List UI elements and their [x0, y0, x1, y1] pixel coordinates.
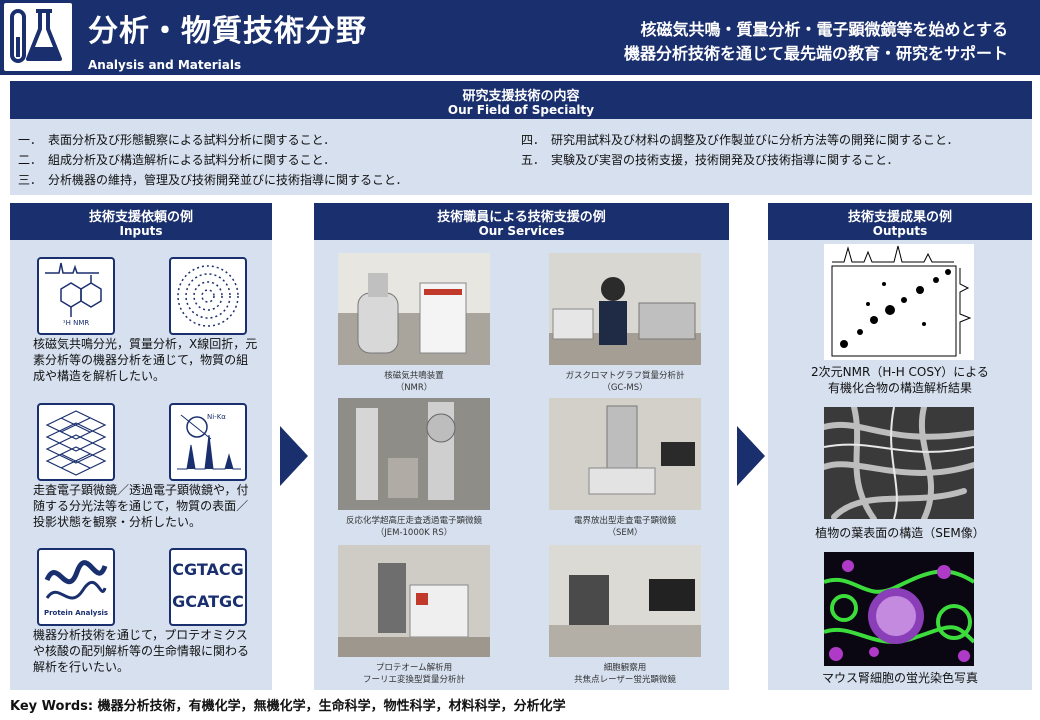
keywords-value: 機器分析技術，有機化学，無機化学，生命科学，物性科学，材料科学，分析化学 [97, 699, 566, 714]
field-item-5: 五． 実験及び実習の技術支援，技術開発及び技術指導に関すること． [521, 153, 899, 167]
field-item-1: 一． 表面分析及び形態観察による試料分析に関すること． [18, 133, 336, 147]
output-caption-1a: 2次元NMR（H-H COSY）による [811, 365, 989, 379]
field-title-en: Our Field of Specialty [447, 103, 595, 117]
service-caption-1b: （NMR） [395, 383, 433, 393]
input-text-1: 核磁気共鳴分光，質量分析，X線回折，元素分析等の機器分析を通じて，物質の組成や構… [33, 337, 258, 383]
field-header [10, 81, 1032, 119]
service-caption-4b: （SEM） [607, 528, 643, 538]
crystal-lattice-icon [45, 410, 107, 476]
service-caption-4a: 電界放出型走査電子顕微鏡 [573, 516, 676, 526]
spectrum-tile: Ni-Kα [169, 403, 247, 481]
spectrum-tile-label: Ni-Kα [207, 413, 226, 421]
inputs-title-en: Inputs [119, 224, 163, 238]
header-bar [0, 0, 1040, 75]
eds-spectrum-icon [177, 414, 241, 470]
nmr-tile-label: ¹H NMR [62, 319, 90, 327]
diffraction-pattern-icon [177, 265, 239, 327]
tagline-line2: 機器分析技術を通じて最先端の教育・研究をサポート [623, 44, 1008, 63]
chevron-right-icon [280, 426, 308, 486]
test-tube-icon [10, 9, 62, 63]
page-subtitle: Analysis and Materials [88, 58, 242, 72]
protein-tile-label: Protein Analysis [43, 609, 109, 617]
services-header [314, 203, 729, 240]
chevron-right-icon [737, 426, 765, 486]
service-caption-2b: （GC-MS） [602, 383, 648, 393]
ms-photo [338, 545, 490, 657]
nmr-structure-tile: ¹H NMR [37, 257, 115, 335]
service-caption-6b: 共焦点レーザー蛍光顕微鏡 [574, 675, 676, 685]
nmr-photo [338, 253, 490, 365]
inputs-title-ja: 技術支援依頼の例 [88, 210, 193, 225]
field-item-3: 三． 分析機器の維持，管理及び技術開発並びに技術指導に関すること． [18, 173, 408, 187]
field-title-ja: 研究支援技術の内容 [462, 89, 580, 104]
keywords-label: Key Words: [10, 699, 94, 714]
gcms-photo [549, 253, 701, 365]
outputs-title-ja: 技術支援成果の例 [847, 210, 952, 225]
field-item-4: 四． 研究用試料及び材料の調整及び作製並びに分析方法等の開発に関すること． [521, 133, 959, 147]
cosy-spectrum-image [824, 244, 974, 360]
outputs-title-en: Outputs [872, 224, 928, 238]
service-caption-3a: 反応化学超高圧走査透過電子顕微鏡 [345, 516, 482, 526]
input-text-2: 走査電子顕微鏡／透過電子顕微鏡や，付随する分光法等を通じて，物質の表面／投影状態… [33, 483, 249, 529]
kidney-fluorescence-image [824, 552, 974, 666]
keywords-line: Key Words: 機器分析技術，有機化学，無機化学，生命科学，物性科学，材料… [10, 695, 566, 714]
leaf-sem-image [824, 407, 974, 519]
page-title: 分析・物質技術分野 [88, 14, 367, 49]
output-caption-3: マウス腎細胞の蛍光染色写真 [821, 671, 978, 685]
service-caption-5a: プロテオーム解析用 [375, 663, 453, 673]
lattice-tile [37, 403, 115, 481]
services-title-ja: 技術職員による技術支援の例 [437, 210, 606, 225]
output-caption-1b: 有機化合物の構造解析結果 [827, 381, 972, 395]
service-caption-3b: （JEM-1000K RS） [375, 528, 453, 538]
sequence-line-2: GCATGC [172, 592, 244, 611]
outputs-header [768, 203, 1032, 240]
service-caption-5b: フーリエ変換型質量分析計 [362, 675, 465, 685]
input-text-3: 機器分析技術を通じて，プロテオミクスや核酸の配列解析等の生命情報に関わる解析を行… [33, 628, 250, 674]
sequence-line-1: CGTACG [172, 560, 244, 579]
output-caption-2: 植物の葉表面の構造（SEM像） [815, 526, 985, 540]
service-caption-1a: 核磁気共鳴装置 [384, 371, 444, 381]
field-item-2: 二． 組成分析及び構造解析による試料分析に関すること． [18, 153, 336, 167]
service-caption-6a: 細胞観察用 [603, 663, 647, 673]
services-title-en: Our Services [478, 224, 565, 238]
service-caption-2a: ガスクロマトグラフ質量分析計 [565, 371, 685, 381]
diffraction-tile [169, 257, 247, 335]
protein-tile: Protein Analysis [37, 548, 115, 626]
protein-ribbon-icon [44, 560, 108, 600]
tagline-line1: 核磁気共鳴・質量分析・電子顕微鏡等を始めとする [640, 20, 1008, 39]
confocal-photo [549, 545, 701, 657]
nmr-structure-icon [45, 262, 102, 317]
sequence-tile: CGTACG GCATGC [169, 548, 247, 626]
sem-photo [549, 398, 701, 510]
lab-logo [4, 3, 72, 71]
tem-photo [338, 398, 490, 510]
inputs-header [10, 203, 272, 240]
